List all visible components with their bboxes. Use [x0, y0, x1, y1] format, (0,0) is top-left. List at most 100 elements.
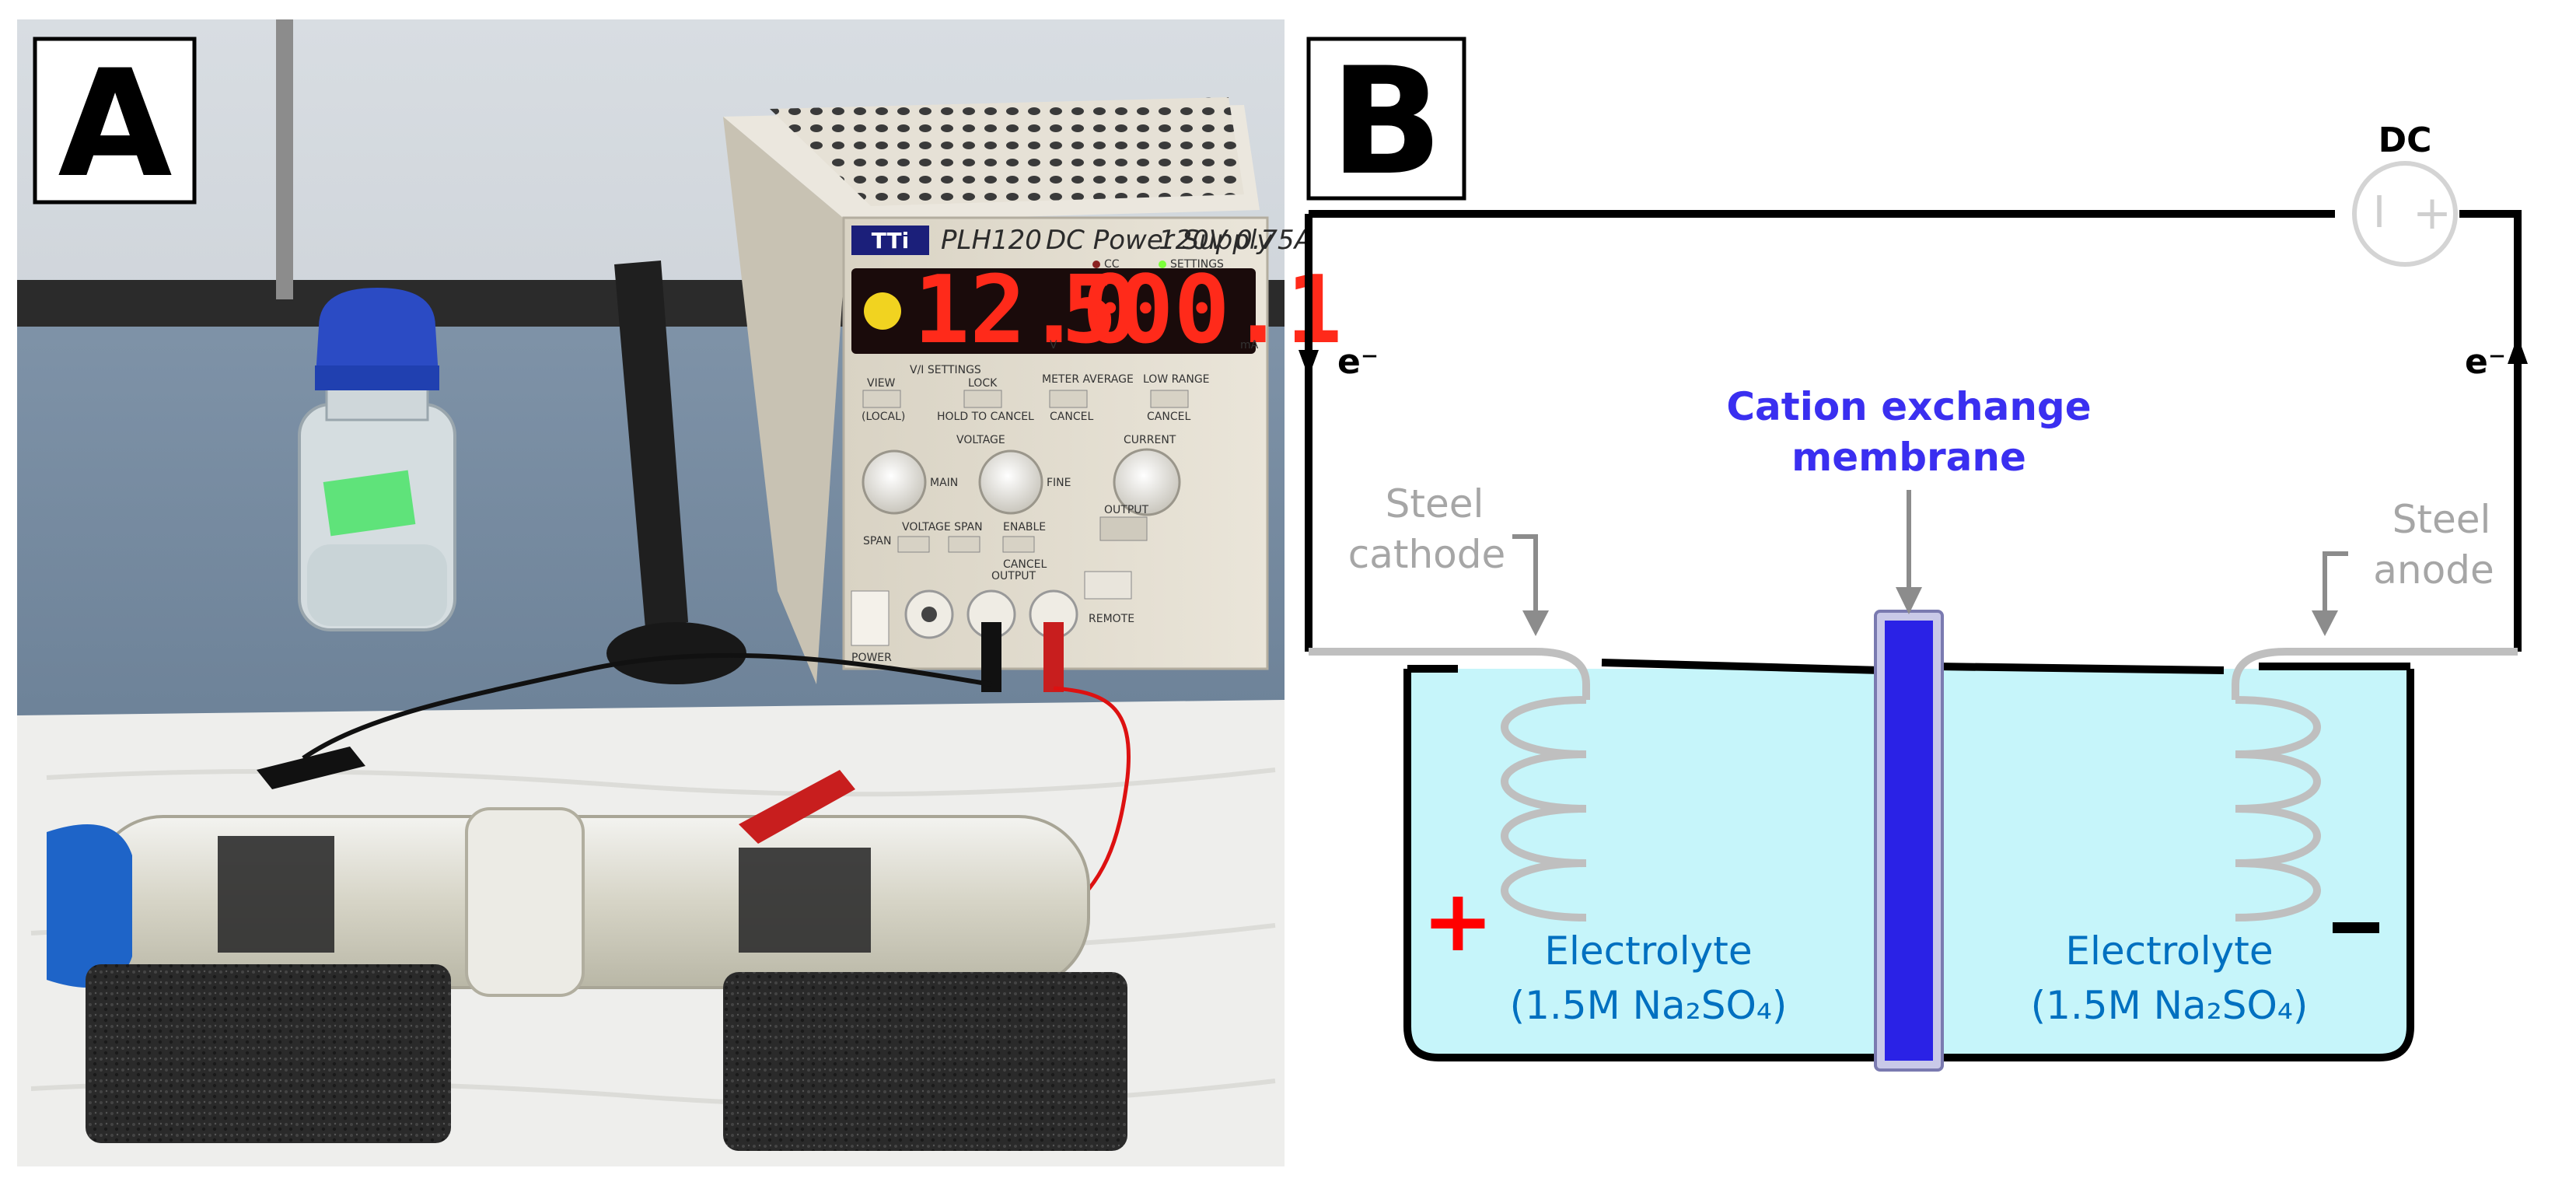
electron-label-left: e⁻ [1337, 342, 1379, 382]
right-electrolyte [1936, 669, 2410, 1058]
cc-led [1092, 261, 1100, 268]
local-label: (LOCAL) [862, 411, 905, 423]
remote-terminal [1084, 571, 1132, 600]
left-electrolyte-label-line1: Electrolyte [1544, 928, 1752, 974]
cathode-label-line2: cathode [1348, 532, 1506, 577]
anode-pointer-head [2312, 610, 2338, 636]
cathode-coil [1501, 696, 1587, 921]
psu-model: PLH120 [941, 225, 1042, 256]
settings-label: SETTINGS [1170, 258, 1224, 271]
psu-display [851, 268, 1256, 354]
black-clip [257, 747, 365, 789]
foam-block-left [86, 964, 451, 1143]
enable-label: ENABLE [1003, 521, 1046, 533]
span-button-2[interactable] [948, 536, 980, 553]
black-wire [302, 652, 992, 761]
low-cancel-label: CANCEL [1147, 411, 1190, 423]
tube-cap [47, 824, 132, 988]
meter-cancel-label: CANCEL [1050, 411, 1093, 423]
main-label: MAIN [930, 477, 958, 489]
lid-left [1601, 659, 1882, 674]
circuit-right-wire [2459, 210, 2522, 652]
panel-b-label: B [1330, 36, 1443, 208]
left-electrolyte-label-line2: (1.5M Na₂SO₄) [1510, 983, 1788, 1028]
voltage-knob-label: VOLTAGE [956, 434, 1005, 446]
psu-brand: TTi [872, 228, 909, 254]
unit-ma: mA [1240, 339, 1259, 351]
hold-label: HOLD TO CANCEL [937, 411, 1034, 423]
right-electrolyte-label-line1: Electrolyte [2065, 928, 2273, 974]
foam-block-right [723, 972, 1127, 1151]
cathode-lead [1309, 648, 1590, 700]
minus-sign [2333, 922, 2379, 933]
panel-a-label-box [33, 37, 197, 205]
stand-base [606, 622, 746, 684]
right-electrolyte-label-line2: (1.5M Na₂SO₄) [2031, 983, 2309, 1028]
anode-mesh [739, 848, 871, 953]
view-label: VIEW [867, 377, 896, 390]
dc-minus: I [2373, 187, 2386, 238]
voltage-fine-knob[interactable] [978, 449, 1043, 515]
output-button-label: OUTPUT [1104, 504, 1149, 516]
power-indicator-dot [864, 292, 901, 330]
red-wire [1053, 686, 1131, 920]
span-button-1[interactable] [897, 536, 930, 553]
cathode-pointer [1512, 534, 1538, 614]
cathode-pointer-head [1522, 610, 1549, 636]
cc-label: CC [1104, 258, 1120, 271]
fine-label: FINE [1047, 477, 1071, 489]
lock-button[interactable] [963, 390, 1002, 408]
black-plug [981, 622, 1001, 692]
lock-label: LOCK [968, 377, 998, 390]
tube-joint [465, 807, 585, 997]
remote-label: REMOTE [1089, 613, 1134, 625]
voltage-span-label: VOLTAGE SPAN [902, 521, 983, 533]
output-jacks-label: OUTPUT [991, 570, 1036, 582]
psu-brand-plate [851, 226, 929, 255]
membrane-label-line1: Cation exchange [1726, 384, 2091, 429]
power-switch[interactable] [851, 590, 890, 646]
current-readout: 500.1 [1061, 257, 1342, 365]
red-clip [739, 770, 855, 844]
bottle-label [323, 470, 416, 537]
view-button[interactable] [862, 390, 901, 408]
cathode-mesh [218, 836, 334, 953]
psu-rating: 120V 0.75A [1159, 225, 1312, 256]
dc-label: DC [2379, 121, 2432, 160]
dc-plus: + [2413, 186, 2452, 240]
current-knob-label: CURRENT [1124, 434, 1176, 446]
red-plug [1043, 622, 1064, 692]
stand-bar [614, 261, 688, 628]
lid-right [1935, 663, 2225, 674]
electron-arrow-up [2508, 336, 2528, 364]
cation-exchange-membrane [1885, 621, 1933, 1061]
enable-button[interactable] [1002, 536, 1035, 553]
anode-coil [2235, 696, 2321, 921]
dc-source [2352, 161, 2458, 267]
meter-label: METER AVERAGE [1042, 373, 1134, 386]
anode-label-line2: anode [2373, 547, 2494, 593]
electrolysis-cell [47, 747, 1090, 997]
membrane-pointer-head [1896, 587, 1922, 614]
meter-button[interactable] [1049, 390, 1088, 408]
enable-cancel-label: CANCEL [1003, 558, 1047, 571]
electron-arrow-down [1298, 350, 1319, 377]
membrane-label-line2: membrane [1791, 435, 2026, 480]
low-range-label: LOW RANGE [1143, 373, 1210, 386]
voltage-main-knob[interactable] [862, 449, 927, 515]
anode-lead [2232, 648, 2518, 700]
electron-label-right: e⁻ [2465, 342, 2506, 382]
settings-led [1159, 261, 1166, 268]
reagent-bottle [298, 288, 456, 631]
low-range-button[interactable] [1150, 390, 1189, 408]
anode-pointer [2323, 551, 2348, 614]
power-supply: TTi PLH120 DC Power Supply 120V 0.75A 12… [723, 97, 1342, 692]
retort-stand-pole [276, 19, 293, 299]
diagram-panel: B DC I + e⁻ e⁻ C [1298, 36, 2528, 1072]
voltage-readout: 12.0 [914, 257, 1138, 365]
current-knob[interactable] [1113, 448, 1181, 516]
panel-b-label-box [1306, 37, 1466, 201]
photo-panel: TTi PLH120 DC Power Supply 120V 0.75A 12… [17, 19, 1342, 1166]
unit-v: V [1050, 339, 1057, 351]
output-button[interactable] [1099, 516, 1148, 541]
